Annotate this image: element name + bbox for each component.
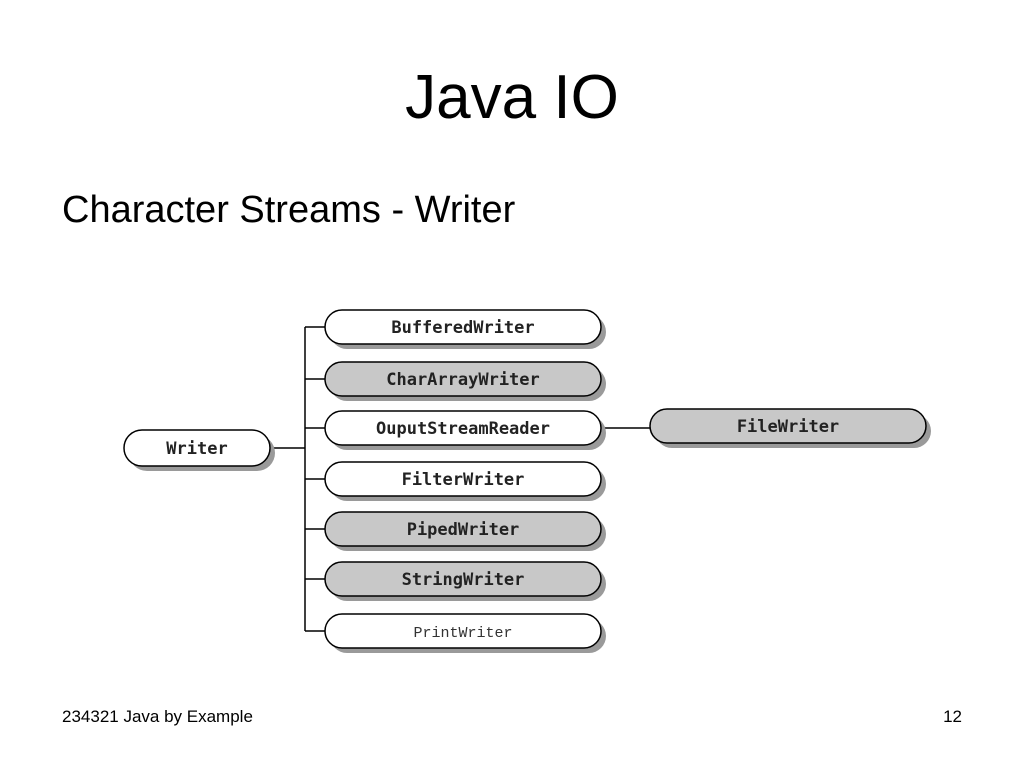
node-piped-writer-box [324, 511, 602, 547]
node-filter-writer: FilterWriter [324, 461, 606, 501]
nodes: Writer BufferedWriterCharArrayWriterOuput… [123, 309, 931, 653]
node-string-writer-label: StringWriter [402, 570, 525, 590]
node-piped-writer-label: PipedWriter [407, 520, 520, 540]
node-ouput-stream-reader: OuputStreamReader [324, 410, 606, 450]
node-print-writer-label: PrintWriter [413, 625, 512, 642]
node-buffered-writer: BufferedWriter [324, 309, 606, 349]
node-file-writer-box [649, 408, 927, 444]
footer-course-label: 234321 Java by Example [62, 707, 253, 726]
node-ouput-stream-reader-label: OuputStreamReader [376, 419, 550, 439]
node-file-writer-label: FileWriter [737, 417, 839, 437]
node-writer-box [123, 429, 271, 467]
node-ouput-stream-reader-box [324, 410, 602, 446]
node-string-writer: StringWriter [324, 561, 606, 601]
node-writer-label: Writer [166, 439, 227, 459]
node-string-writer-box [324, 561, 602, 597]
slide-title: Java IO [405, 63, 619, 132]
node-print-writer-box [324, 613, 602, 649]
node-char-array-writer-box [324, 361, 602, 397]
node-print-writer: PrintWriter [324, 613, 606, 653]
node-piped-writer: PipedWriter [324, 511, 606, 551]
node-filter-writer-box [324, 461, 602, 497]
page-number: 12 [943, 707, 962, 726]
node-char-array-writer: CharArrayWriter [324, 361, 606, 401]
node-buffered-writer-label: BufferedWriter [391, 318, 534, 338]
node-buffered-writer-box [324, 309, 602, 345]
node-filter-writer-label: FilterWriter [402, 470, 525, 490]
slide-subtitle: Character Streams - Writer [62, 189, 516, 231]
node-char-array-writer-label: CharArrayWriter [386, 370, 540, 390]
connectors [270, 326, 650, 632]
node-file-writer: FileWriter [649, 408, 931, 448]
node-writer: Writer [123, 429, 275, 471]
